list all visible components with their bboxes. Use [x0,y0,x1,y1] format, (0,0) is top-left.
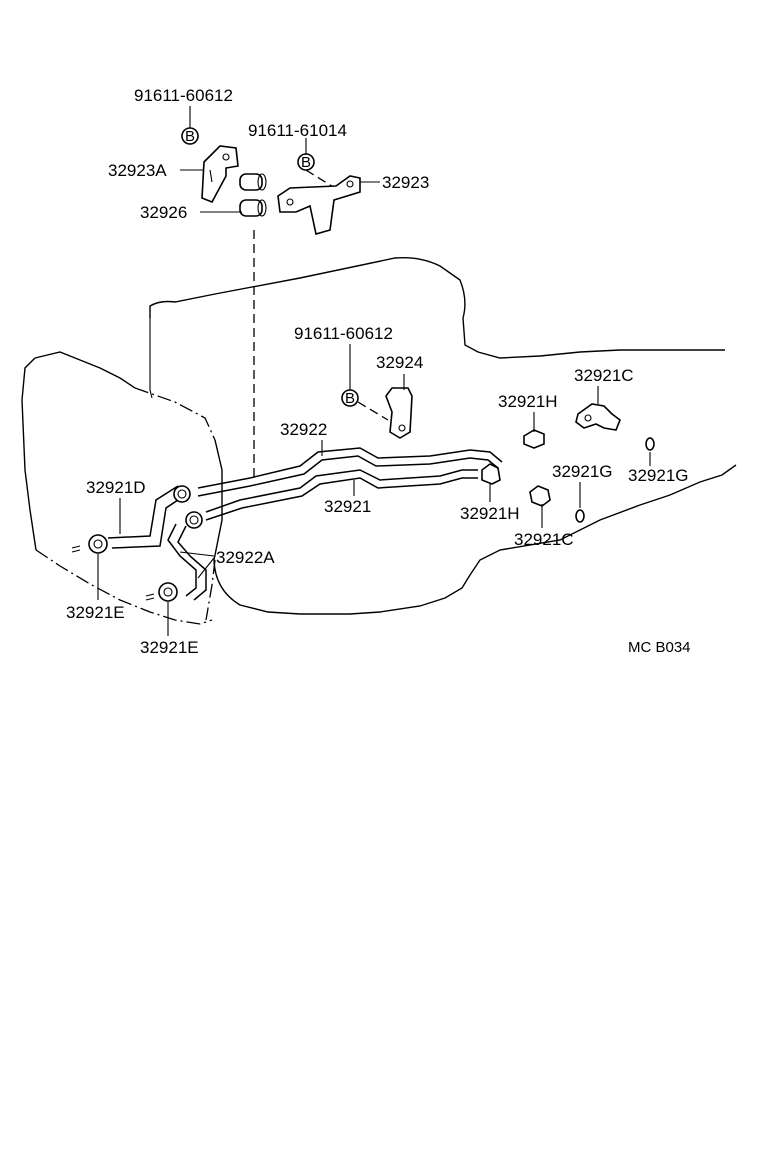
transmission-dashdot-bottom [35,549,213,625]
tube-lower-outer [205,469,478,513]
label-clamp: 32924 [376,353,423,372]
leader-dash-bolt-mid [357,401,389,421]
tube-lower-inner [205,477,478,521]
elbow-c-bottom-part [529,485,551,507]
hose-d-part-inner [111,495,185,549]
figure-code: MC B034 [628,639,691,656]
label-tube-lower: 32921 [324,497,371,516]
hose-a-part [167,523,197,597]
clip-e-bottom-part [145,582,178,602]
sleeve-upper-part [239,173,267,191]
bolt-marker-top-right: B [297,153,315,171]
hose-clip-upper [173,485,191,503]
bracket-part [277,175,361,236]
label-gasket-g-left: 32921G [552,462,613,481]
tube-upper-outer [197,447,503,489]
hose-d-part [107,485,179,539]
bolt-marker-mid: B [341,389,359,407]
gasket-g-right-part [645,437,655,451]
transmission-right-edge [205,559,216,621]
label-bolt-top-right: 91611-61014 [248,121,347,140]
label-bracket-a: 32923A [108,161,167,180]
label-tube-upper: 32922 [280,420,327,439]
union-h-top-part [523,429,545,449]
hose-a-part-inner [177,525,207,601]
transmission-left [21,357,37,551]
engine-inner-left [149,318,153,399]
svg-text:B: B [301,154,311,171]
label-union-h-bottom: 32921H [460,504,520,523]
transmission-outline [34,351,136,389]
hose-clip-mid [185,511,203,529]
label-hose-d: 32921D [86,478,146,497]
label-bracket: 32923 [382,173,429,192]
clip-e-left-part [71,534,108,554]
leader-hose-a [179,551,215,579]
bolt-marker-top-left: B [181,127,199,145]
sleeve-lower-part [239,199,267,217]
label-sleeve: 32926 [140,203,187,222]
label-gasket-g-right: 32921G [628,466,689,485]
elbow-c-top-part [575,403,621,431]
engine-outline [149,256,725,359]
svg-text:B: B [345,390,355,407]
svg-text:B: B [185,128,195,145]
bracket-a-part [201,145,239,204]
transmission-dashdot-top [134,387,216,441]
label-union-h-top: 32921H [498,392,558,411]
label-bolt-top-left: 91611-60612 [134,86,233,105]
clamp-part [385,387,413,439]
label-clip-e-left: 32921E [66,603,125,622]
gasket-g-left-part [575,509,585,523]
label-elbow-c-top: 32921C [574,366,634,385]
tube-upper-inner [197,455,499,497]
label-clip-e-bottom: 32921E [140,638,199,657]
label-bolt-mid: 91611-60612 [294,324,393,343]
label-elbow-c-bottom: 32921C [514,530,574,549]
label-hose-a: 32922A [216,548,275,567]
union-h-bottom-part [481,463,501,485]
